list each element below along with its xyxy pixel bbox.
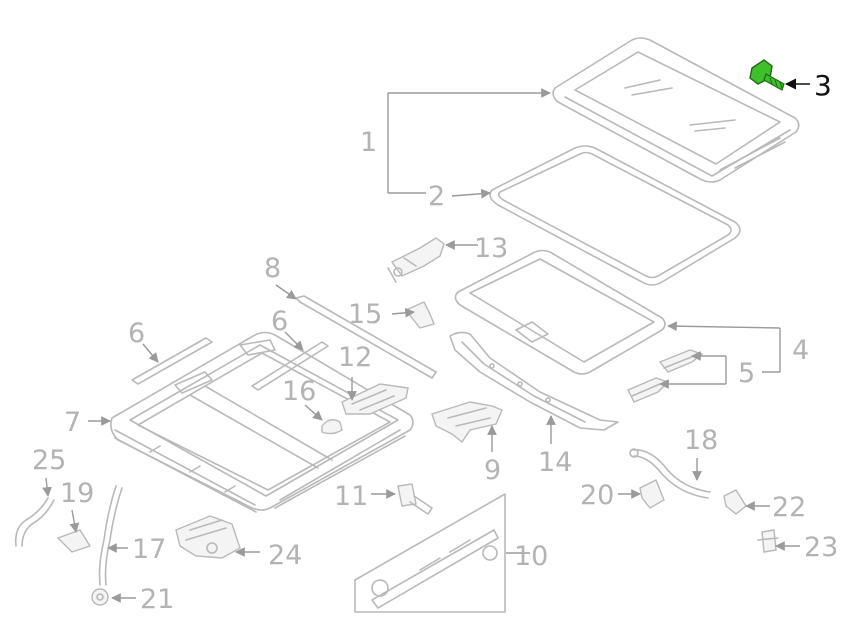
callout-6-right: 6: [271, 306, 288, 337]
guide-bracket-upper[interactable]: [658, 349, 704, 373]
callout-22: 22: [772, 492, 806, 523]
callout-11: 11: [334, 481, 368, 512]
drain-nut[interactable]: [723, 489, 747, 515]
drain-grommet[interactable]: [91, 588, 109, 606]
sunroof-frame[interactable]: [110, 331, 414, 513]
callout-4: 4: [792, 335, 809, 366]
callout-9: 9: [484, 455, 501, 486]
drain-hose-side[interactable]: [14, 497, 55, 547]
drain-hose-rear[interactable]: [629, 448, 711, 499]
callout-10: 10: [514, 541, 548, 572]
callout-17: 17: [132, 534, 166, 565]
guide-bracket-lower[interactable]: [627, 377, 670, 403]
callout-7: 7: [64, 407, 81, 438]
callout-19: 19: [60, 478, 94, 509]
callout-8: 8: [264, 253, 281, 284]
bolt-long[interactable]: [397, 483, 433, 515]
leader-lines: [42, 78, 810, 603]
glass-panel[interactable]: [552, 37, 800, 183]
drain-hose-front[interactable]: [98, 485, 123, 586]
glass-seal[interactable]: [489, 145, 741, 286]
guide-rail[interactable]: [295, 295, 437, 379]
callout-5: 5: [738, 358, 755, 389]
hose-clamp-rear[interactable]: [639, 479, 665, 509]
callout-20: 20: [580, 480, 614, 511]
callout-21: 21: [140, 584, 174, 615]
callout-23: 23: [804, 532, 838, 563]
sunroof-motor[interactable]: [175, 515, 241, 559]
callout-3: 3: [814, 69, 832, 102]
callout-2: 2: [428, 181, 445, 212]
frame-strip-right[interactable]: [251, 341, 329, 391]
hose-clamp[interactable]: [56, 529, 92, 553]
callout-24: 24: [268, 540, 302, 571]
callout-6-left: 6: [128, 318, 145, 349]
wind-deflector[interactable]: [449, 331, 619, 431]
callout-25: 25: [32, 445, 66, 476]
motor-bracket[interactable]: [341, 383, 409, 415]
frame-strip-left[interactable]: [131, 337, 213, 385]
callout-14: 14: [538, 447, 572, 478]
callout-15: 15: [348, 299, 382, 330]
rail-inset-box[interactable]: [354, 493, 506, 613]
callouts: 1 2 3 4 5 6 6 7 8 9 10 11 12 13 14 15 16…: [32, 69, 838, 615]
cable-clip-assembly[interactable]: [387, 237, 445, 283]
grommet[interactable]: [321, 419, 343, 435]
sliding-mechanism[interactable]: [431, 401, 503, 444]
bolt-highlighted[interactable]: [749, 59, 785, 91]
callout-16: 16: [282, 376, 316, 407]
trim-clip[interactable]: [404, 301, 435, 329]
callout-12: 12: [338, 342, 372, 373]
callout-18: 18: [684, 425, 718, 456]
sunshade-frame[interactable]: [454, 249, 666, 375]
callout-13: 13: [474, 233, 508, 264]
drain-valve[interactable]: [757, 529, 779, 553]
callout-1: 1: [360, 127, 377, 158]
